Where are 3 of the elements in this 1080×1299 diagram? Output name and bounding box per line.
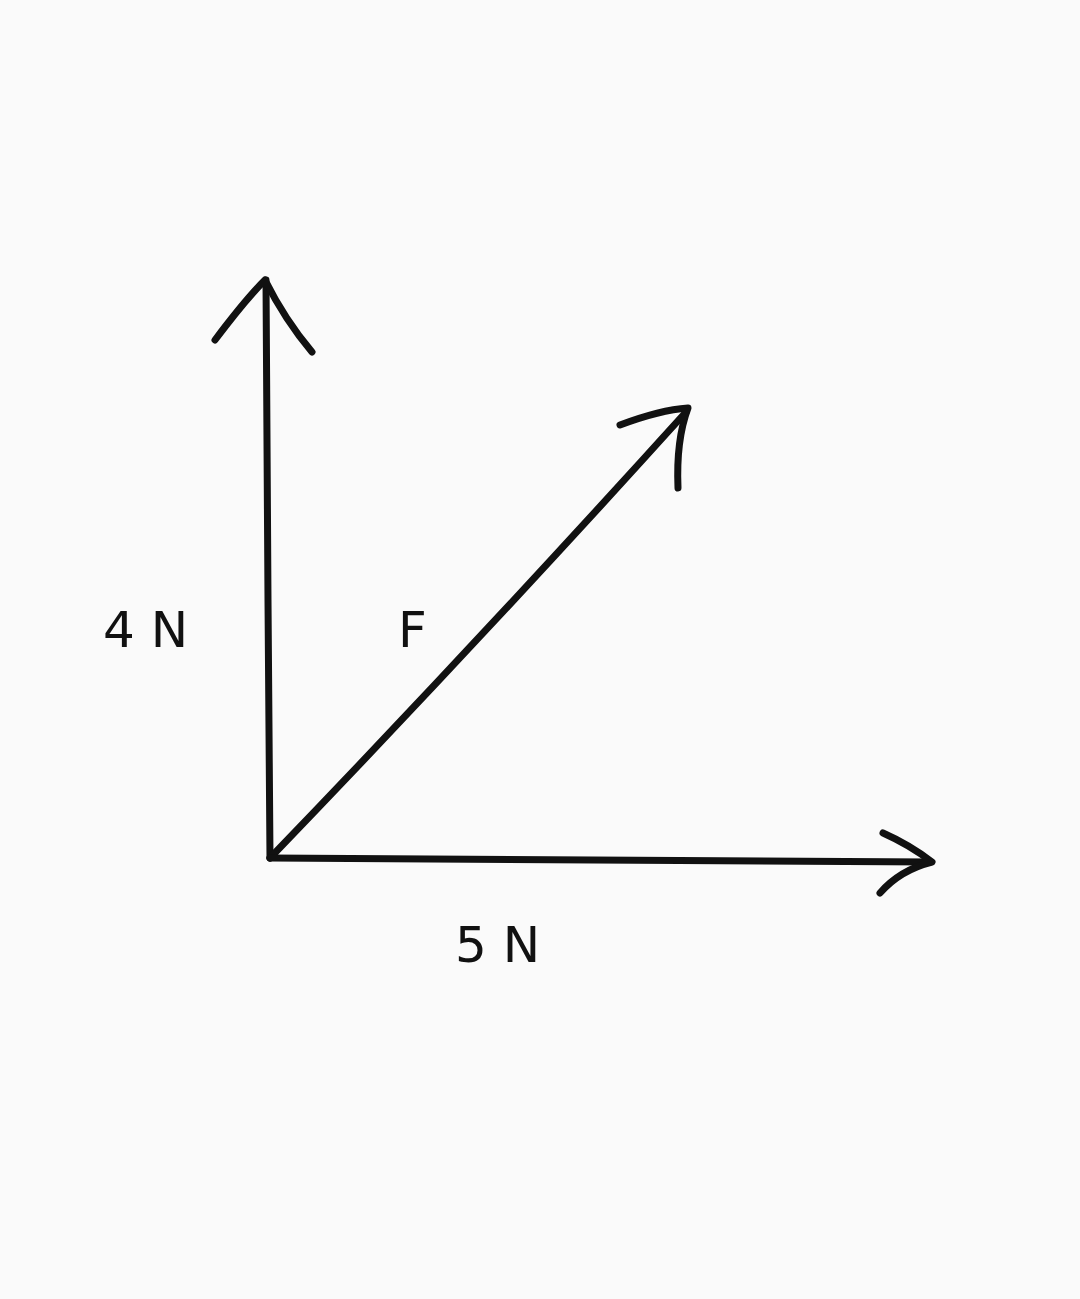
force-label: 4 N <box>103 605 189 655</box>
force-label: F <box>398 605 427 655</box>
force-label: 5 N <box>455 920 541 970</box>
